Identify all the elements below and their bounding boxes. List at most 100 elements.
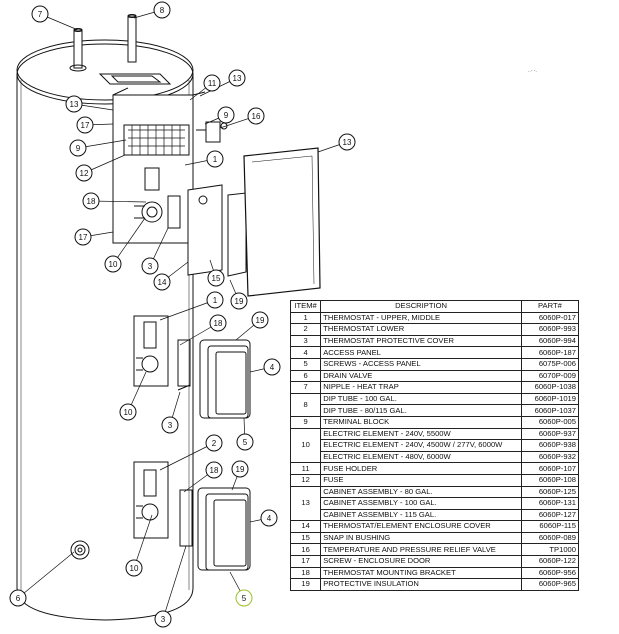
table-cell-part: 6060P-131: [520, 497, 580, 510]
table-row: ELECTRIC ELEMENT - 240V, 4500W / 277V, 6…: [291, 439, 580, 452]
table-cell-part: 6060P-115: [520, 520, 580, 533]
cabinet-door: [243, 147, 321, 297]
table-cell-item: 19: [289, 578, 322, 591]
table-cell-description: TERMINAL BLOCK: [320, 415, 522, 429]
callout-number: 3: [161, 615, 166, 624]
callout-bubble: 15: [207, 269, 225, 287]
table-cell-description: THERMOSTAT - UPPER, MIDDLE: [320, 311, 522, 325]
callout-bubble: 1: [206, 150, 224, 168]
callout-number: 7: [38, 10, 43, 19]
table-cell-part: 6060P-932: [520, 450, 580, 464]
table-cell-description: DRAIN VALVE: [320, 369, 522, 383]
callout-number: 5: [243, 438, 248, 447]
callout-number: 18: [210, 466, 219, 475]
callout-leader-line: [17, 551, 75, 599]
table-cell-description: CABINET ASSEMBLY - 100 GAL.: [320, 497, 522, 510]
table-cell-part: 6060P-127: [520, 508, 580, 522]
dip-tube: [127, 14, 137, 63]
callout-number: 10: [109, 260, 118, 269]
table-cell-part: TP1000: [520, 543, 580, 557]
callout-number: 13: [343, 138, 352, 147]
callout-bubble: 2: [205, 434, 223, 452]
table-cell-part: 6060P-938: [520, 439, 580, 452]
table-cell-part: 6060P-956: [520, 566, 580, 580]
table-row: CABINET ASSEMBLY - 115 GAL.6060P-127: [291, 508, 580, 522]
table-cell-item: 10: [289, 427, 322, 464]
nipple-heat-trap: [69, 28, 87, 72]
callout-number: 9: [76, 144, 81, 153]
table-cell-description: PROTECTIVE INSULATION: [320, 578, 522, 591]
callout-number: 19: [256, 316, 265, 325]
callout-leader-line: [90, 200, 147, 203]
callout-number: 1: [213, 155, 218, 164]
table-cell-item: 17: [289, 555, 322, 568]
callout-bubble: 17: [74, 228, 92, 246]
callout-bubble: 12: [75, 164, 93, 182]
table-cell-description: ACCESS PANEL: [320, 346, 522, 359]
table-cell-part: 6060P-965: [520, 578, 580, 591]
enclosure-cover: [187, 184, 247, 277]
callout-bubble: 10: [119, 403, 137, 421]
table-cell-item: 14: [289, 520, 322, 533]
table-cell-part: 6060P-1019: [520, 392, 580, 406]
lower-access-panel: [197, 487, 251, 571]
table-cell-item: 13: [289, 485, 322, 522]
table-cell-part: 6070P-009: [520, 369, 580, 383]
callout-number: 18: [214, 319, 223, 328]
callout-bubble: 10: [125, 559, 143, 577]
table-cell-description: DIP TUBE - 100 GAL.: [320, 392, 522, 406]
callout-number: 4: [267, 514, 272, 523]
table-cell-part: 6060P-187: [520, 346, 580, 359]
callout-number: 17: [79, 233, 88, 242]
callout-number: 10: [124, 408, 133, 417]
callout-bubble: 7: [31, 5, 49, 23]
table-cell-part: 6075P-006: [520, 357, 580, 371]
table-cell-item: 3: [289, 334, 322, 348]
svg-text:..- -.: ..- -.: [528, 68, 537, 74]
callout-bubble: 4: [260, 509, 278, 527]
header-item: ITEM#: [289, 300, 322, 313]
callout-bubble: 19: [251, 311, 269, 329]
table-cell-description: THERMOSTAT/ELEMENT ENCLOSURE COVER: [320, 520, 522, 533]
callout-number: 5: [242, 594, 247, 603]
table-cell-description: THERMOSTAT LOWER: [320, 323, 522, 336]
callout-number: 4: [270, 363, 275, 372]
callout-number: 3: [148, 262, 153, 271]
callout-bubble: 5: [236, 433, 254, 451]
table-cell-part: 6060P-994: [520, 334, 580, 348]
callout-bubble: 6: [9, 589, 27, 607]
table-cell-description: TEMPERATURE AND PRESSURE RELIEF VALVE: [320, 543, 522, 557]
callout-leader-line: [159, 442, 215, 471]
callout-bubble: 13: [228, 69, 246, 87]
table-row: DIP TUBE - 80/115 GAL.6060P-1037: [291, 404, 580, 417]
callout-bubble: 5: [235, 589, 253, 607]
table-cell-part: 6060P-017: [520, 311, 580, 325]
table-cell-description: NIPPLE - HEAT TRAP: [320, 381, 522, 394]
table-cell-description: SNAP IN BUSHING: [320, 531, 522, 545]
callout-leader-line: [133, 514, 153, 569]
table-cell-part: 6060P-107: [520, 462, 580, 475]
table-cell-description: FUSE HOLDER: [320, 462, 522, 475]
callout-bubble: 13: [65, 95, 83, 113]
callout-bubble: 1: [206, 291, 224, 309]
callout-bubble: 13: [338, 133, 356, 151]
callout-bubble: 16: [247, 107, 265, 125]
callout-bubble: 18: [82, 192, 100, 210]
middle-access-panel: [199, 339, 251, 419]
table-header-row: ITEM# DESCRIPTION PART#: [289, 300, 580, 313]
header-part: PART#: [520, 300, 580, 313]
table-cell-description: FUSE: [320, 473, 522, 487]
middle-thermostat-assembly: [133, 315, 191, 391]
table-cell-part: 6060P-089: [520, 531, 580, 545]
callout-bubble: 9: [217, 106, 235, 124]
